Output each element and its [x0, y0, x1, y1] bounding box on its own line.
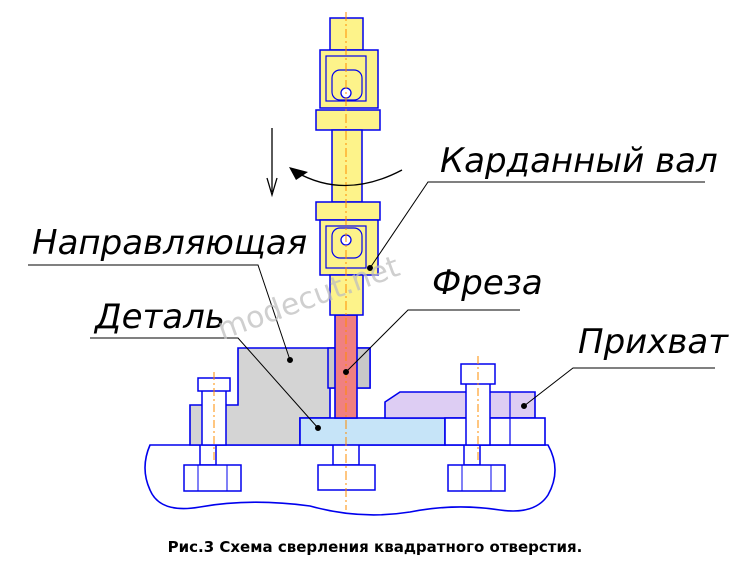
part-block: [299, 417, 446, 446]
label-guide: Направляющая: [32, 223, 307, 263]
label-cutter: Фреза: [432, 263, 543, 303]
label-part: Деталь: [93, 297, 225, 337]
feed-arrow-icon: [266, 128, 278, 198]
left-clamp-bolt: [197, 372, 231, 460]
right-clamp-bolt: [460, 356, 496, 462]
figure-caption: Рис.3 Схема сверления квадратного отверс…: [167, 538, 583, 556]
leader-lines: [28, 181, 715, 431]
label-cardan-shaft: Карданный вал: [440, 141, 718, 181]
clamp-support: [444, 417, 546, 446]
watermark: modecut.net: [213, 249, 405, 347]
rotation-arrow-icon: [289, 167, 403, 187]
clamp-plate: [384, 391, 536, 419]
label-clamp: Прихват: [578, 322, 729, 362]
